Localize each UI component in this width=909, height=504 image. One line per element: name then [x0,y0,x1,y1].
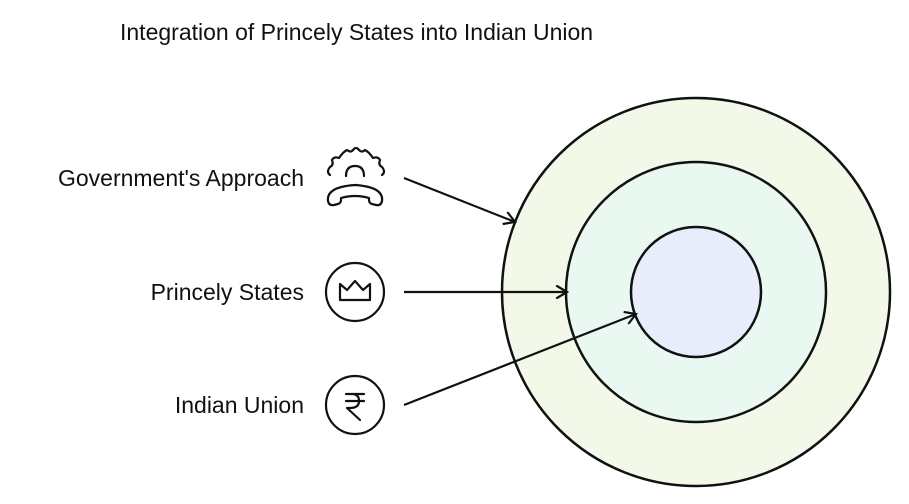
arrow-governments-approach [403,176,515,222]
rupee-icon [324,374,386,436]
crown-icon [324,261,386,323]
gear-phone-icon [326,146,386,207]
label-indian-union: Indian Union [175,392,304,418]
label-princely-states: Princely States [151,279,304,305]
diagram-title: Integration of Princely States into Indi… [120,19,593,45]
arrow-indian-union [403,314,636,407]
inner-circle-indian-union [629,225,763,359]
label-governments-approach: Government's Approach [58,165,304,191]
